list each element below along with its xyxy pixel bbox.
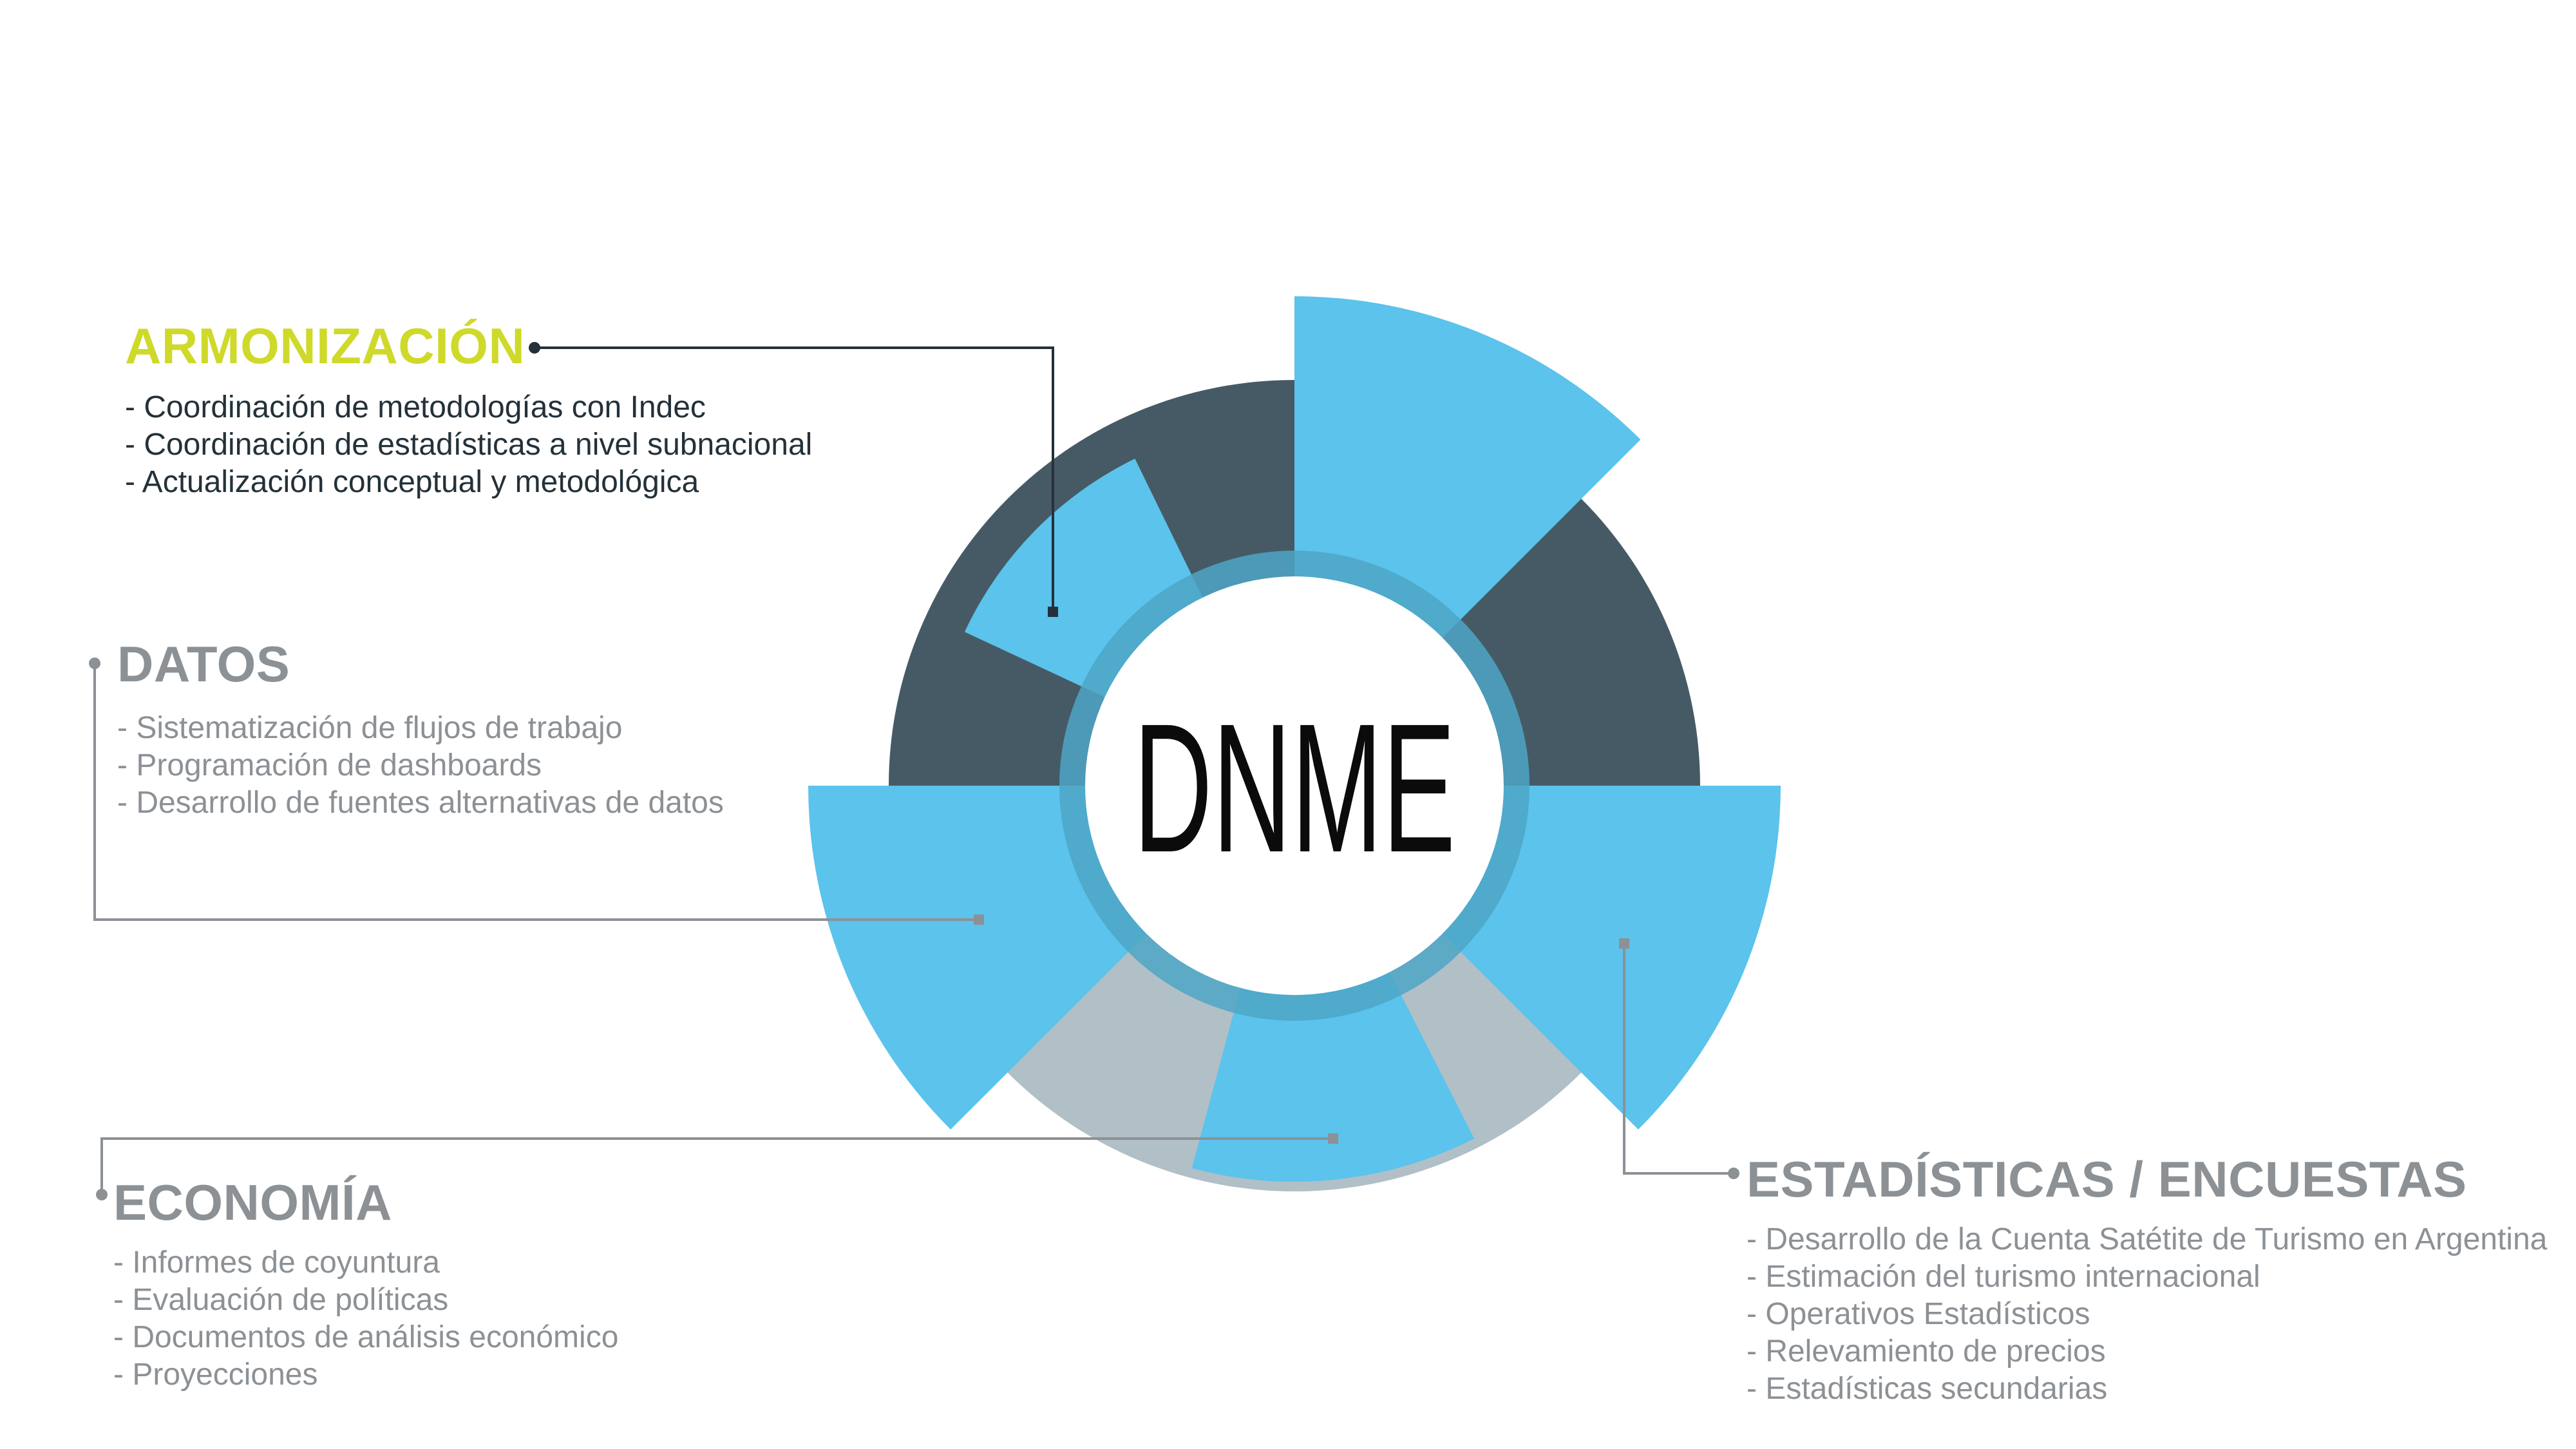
segment-blue-left <box>808 786 1158 1130</box>
list-item: - Coordinación de metodologías con Indec <box>125 390 706 424</box>
segment-blue-top-right <box>1294 296 1641 649</box>
connector-armonizacion <box>535 346 1054 612</box>
connector-dot-economia <box>96 1189 108 1200</box>
connector-dot-estadisticas <box>1728 1168 1739 1179</box>
connector-datos <box>93 663 979 921</box>
center-disc <box>1085 576 1504 995</box>
connector-dot-armonizacion <box>529 342 540 354</box>
section-title-armonizacion: ARMONIZACIÓN <box>125 317 526 374</box>
list-item: - Operativos Estadísticos <box>1747 1297 2090 1331</box>
list-item: - Documentos de análisis económico <box>113 1320 619 1354</box>
list-item: - Estadísticas secundarias <box>1747 1372 2108 1406</box>
connector-estadisticas <box>1623 943 1734 1175</box>
connector-end-armonizacion <box>1048 607 1058 617</box>
list-item: - Informes de coyuntura <box>113 1245 440 1280</box>
section-list-economia: - Informes de coyuntura - Evaluación de … <box>113 1244 618 1394</box>
connector-dot-datos <box>89 658 100 669</box>
section-title-economia: ECONOMÍA <box>113 1174 392 1231</box>
section-armonizacion: ARMONIZACIÓN - Coordinación de metodolog… <box>125 321 812 501</box>
section-estadisticas: ESTADÍSTICAS / ENCUESTAS - Desarrollo de… <box>1747 1154 2547 1408</box>
list-item: - Estimación del turismo internacional <box>1747 1260 2260 1294</box>
connector-end-estadisticas <box>1619 938 1629 949</box>
list-item: - Programación de dashboards <box>117 748 542 782</box>
connector-end-datos <box>974 914 984 925</box>
list-item: - Relevamiento de precios <box>1747 1334 2106 1368</box>
list-item: - Coordinación de estadísticas a nivel s… <box>125 428 813 462</box>
section-list-estadisticas: - Desarrollo de la Cuenta Satétite de Tu… <box>1747 1221 2547 1408</box>
list-item: - Actualización conceptual y metodológic… <box>125 465 699 499</box>
list-item: - Desarrollo de fuentes alternativas de … <box>117 786 724 820</box>
list-item: - Proyecciones <box>113 1358 318 1392</box>
section-list-datos: - Sistematización de flujos de trabajo -… <box>117 710 724 822</box>
section-title-estadisticas: ESTADÍSTICAS / ENCUESTAS <box>1747 1151 2467 1208</box>
connector-economia <box>100 1137 1333 1195</box>
inner-ring <box>1059 551 1530 1021</box>
section-economia: ECONOMÍA - Informes de coyuntura - Evalu… <box>113 1177 618 1394</box>
center-label: DNME <box>1133 686 1455 891</box>
connectors <box>89 342 1739 1200</box>
list-item: - Evaluación de políticas <box>113 1283 449 1317</box>
section-list-armonizacion: - Coordinación de metodologías con Indec… <box>125 389 812 501</box>
list-item: - Desarrollo de la Cuenta Satétite de Tu… <box>1747 1222 2548 1256</box>
section-datos: DATOS - Sistematización de flujos de tra… <box>117 639 724 822</box>
segment-blue-right <box>1431 786 1781 1130</box>
list-item: - Sistematización de flujos de trabajo <box>117 711 623 745</box>
connector-end-economia <box>1328 1133 1338 1144</box>
section-title-datos: DATOS <box>117 636 290 692</box>
